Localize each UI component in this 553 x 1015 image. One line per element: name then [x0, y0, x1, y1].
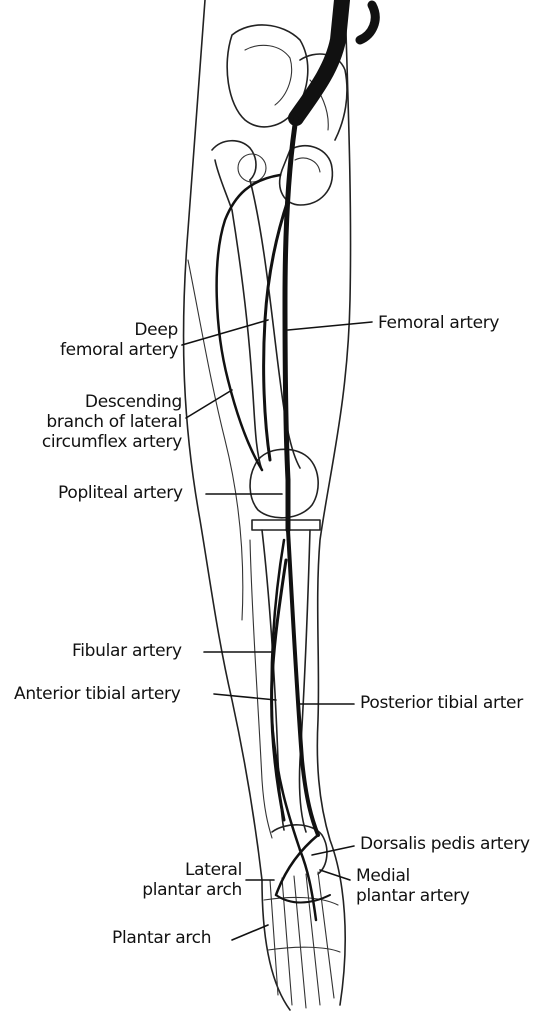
label-line: branch of lateral — [10, 412, 182, 432]
label-dorsalis-pedis-artery: Dorsalis pedis artery — [360, 834, 553, 854]
label-descending-branch: Descending branch of lateral circumflex … — [10, 392, 182, 452]
leader-anterior-tibial — [214, 694, 276, 700]
label-line: plantar arch — [130, 880, 242, 900]
posterior-tibial-artery — [288, 530, 318, 835]
femoral-artery — [285, 118, 296, 480]
label-anterior-tibial-artery: Anterior tibial artery — [14, 684, 180, 704]
leader-descending-branch — [186, 390, 232, 418]
label-plantar-arch: Plantar arch — [112, 928, 211, 948]
fibular-artery — [272, 560, 286, 820]
label-posterior-tibial-artery: Posterior tibial arter — [360, 693, 553, 713]
label-medial-plantar-artery: Medial plantar artery — [356, 866, 470, 906]
leader-plantar-arch — [232, 925, 268, 940]
label-lateral-plantar-arch: Lateral plantar arch — [130, 860, 242, 900]
leader-femoral — [288, 322, 372, 330]
label-line: plantar artery — [356, 886, 470, 906]
leader-deep-femoral — [182, 320, 268, 345]
label-line: circumflex artery — [10, 432, 182, 452]
label-popliteal-artery: Popliteal artery — [58, 483, 183, 503]
label-line: femoral artery — [60, 340, 178, 360]
label-line: Descending — [10, 392, 182, 412]
label-line: Medial — [356, 866, 470, 886]
label-line: Lateral — [130, 860, 242, 880]
label-femoral-artery: Femoral artery — [378, 313, 499, 333]
label-fibular-artery: Fibular artery — [72, 641, 182, 661]
label-line: Deep — [60, 320, 178, 340]
label-deep-femoral-artery: Deep femoral artery — [60, 320, 178, 360]
dorsalis-pedis-artery — [300, 850, 316, 920]
leg-outline — [184, 0, 351, 1010]
descending-branch-lateral-circumflex-artery — [217, 175, 280, 470]
leader-medial-plantar — [320, 870, 350, 880]
aorta — [296, 0, 375, 118]
